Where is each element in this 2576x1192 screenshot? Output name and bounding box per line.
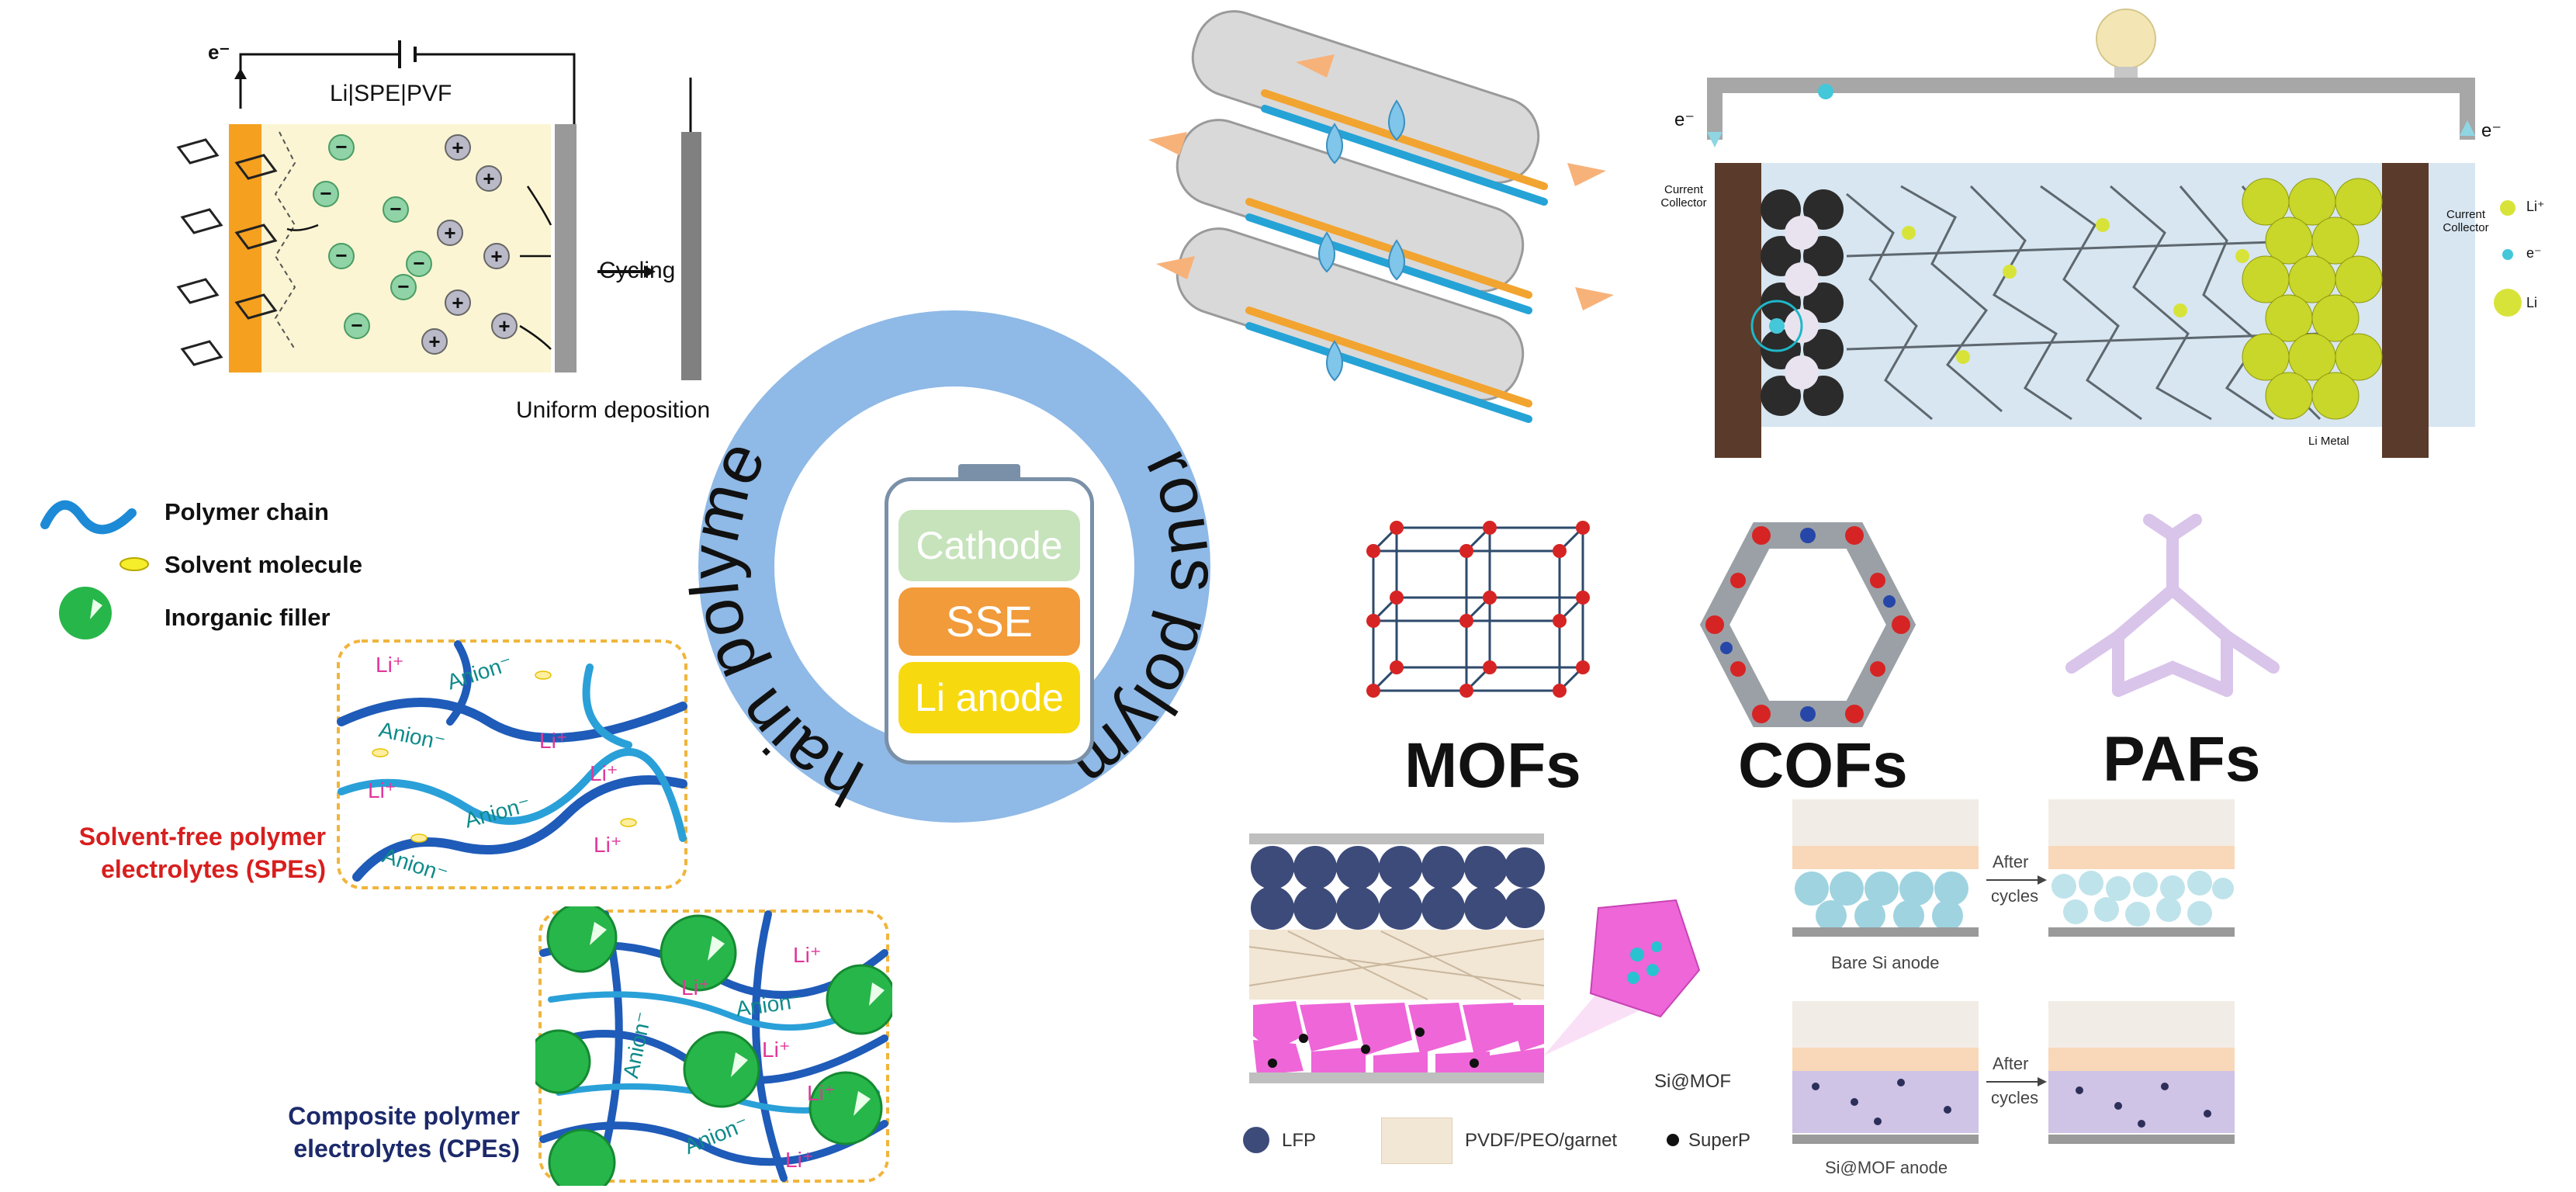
svg-text:+: +	[444, 221, 455, 244]
porous-battery-diagram	[1707, 9, 2522, 458]
battery-anode: Li anode	[898, 662, 1080, 733]
si-mof-after	[2048, 1001, 2235, 1144]
after-cycles-bottom-line2: cycles	[1991, 1088, 2039, 1107]
bare-si-before	[1792, 799, 1979, 937]
cof-structure-icon	[1699, 522, 1916, 727]
polymer-chain-icon	[40, 500, 137, 535]
after-cycles-arrow-top	[1986, 875, 2047, 885]
cpe-li-label-5: Li⁺	[785, 1148, 814, 1172]
cpe-li-label-1: Li⁺	[793, 943, 822, 967]
electron-label: e⁻	[208, 40, 230, 64]
spe-li-label-3: Li⁺	[590, 761, 618, 785]
legend-pvdf: PVDF/PEO/garnet	[1465, 1130, 1618, 1151]
legend-polymer-chain: Polymer chain	[164, 498, 329, 525]
si-mof-particle-label: Si@MOF	[1654, 1071, 1732, 1092]
li-metal-label: Li Metal	[2308, 435, 2349, 448]
cpe-title-line1: Composite polymer	[288, 1102, 520, 1130]
legend-superp: SuperP	[1688, 1130, 1751, 1151]
after-cycles-arrow-bottom	[1986, 1077, 2047, 1086]
battery-sse: SSE	[898, 587, 1080, 656]
svg-text:+: +	[483, 167, 494, 190]
lfp-icon	[1243, 1127, 1269, 1153]
svg-text:+: +	[452, 136, 463, 159]
spe-title-line2: electrolytes (SPEs)	[101, 855, 326, 883]
spe-cell-label: Li|SPE|PVF	[330, 81, 452, 106]
legend-lfp: LFP	[1282, 1130, 1317, 1151]
svg-text:−: −	[335, 244, 347, 267]
legend-li-ion: Li⁺	[2526, 199, 2545, 214]
pvdf-icon	[1381, 1118, 1452, 1164]
battery-cathode: Cathode	[898, 510, 1080, 581]
paf-structure-icon	[2065, 514, 2280, 697]
si-mof-before	[1792, 1001, 1979, 1144]
spe-title-line1: Solvent-free polymer	[78, 823, 326, 851]
spe-li-label-5: Li⁺	[594, 833, 622, 857]
mof-label: MOFs	[1404, 730, 1581, 801]
after-cycles-top-line2: cycles	[1991, 886, 2039, 906]
svg-text:+: +	[428, 330, 440, 353]
spe-li-label-1: Li⁺	[376, 653, 404, 677]
svg-text:−: −	[413, 251, 424, 275]
legend-li-atom: Li	[2526, 295, 2538, 310]
inorganic-filler-icon	[59, 587, 112, 639]
porous-e-label-right: e⁻	[2481, 120, 2502, 141]
spe-li-label-4: Li⁺	[368, 778, 396, 802]
after-cycles-bottom-line1: After	[1993, 1054, 2029, 1073]
bare-si-after	[2048, 799, 2235, 937]
spe-diagram	[337, 639, 687, 889]
cpe-li-label-2: Li⁺	[681, 975, 710, 1000]
lfp-cell-stack	[1248, 833, 1545, 1083]
cpe-diagram	[535, 906, 892, 1186]
svg-text:+: +	[452, 291, 463, 314]
after-cycles-top-line1: After	[1993, 852, 2029, 871]
svg-text:−: −	[397, 275, 409, 298]
spe-li-label-2: Li⁺	[539, 729, 568, 753]
svg-text:−: −	[390, 197, 401, 220]
bare-si-anode-label: Bare Si anode	[1831, 953, 1940, 972]
legend-electron: e⁻	[2526, 245, 2542, 261]
uniform-deposition-label: Uniform deposition	[516, 397, 711, 423]
si-mof-particle	[1544, 899, 1701, 1055]
svg-text:−: −	[320, 182, 331, 205]
superp-icon	[1667, 1134, 1679, 1146]
cpe-li-label-4: Li⁺	[807, 1081, 836, 1105]
legend-inorganic-filler: Inorganic filler	[164, 604, 331, 631]
mof-structure-icon	[1366, 521, 1590, 698]
current-collector-left: Current Collector	[1660, 183, 1707, 210]
legend-solvent-molecule: Solvent molecule	[164, 551, 362, 578]
svg-text:+: +	[490, 244, 502, 268]
svg-text:−: −	[351, 314, 362, 337]
solvent-molecule-icon	[119, 557, 149, 571]
cpe-title-line2: electrolytes (CPEs)	[293, 1135, 520, 1163]
porous-e-label-left: e⁻	[1674, 109, 1695, 130]
svg-text:−: −	[335, 135, 347, 158]
current-collector-right: Current Collector	[2443, 208, 2489, 234]
cpe-li-label-3: Li⁺	[762, 1038, 791, 1062]
battery-terminal	[958, 464, 1020, 480]
spe-cell-diagram: −−− −−−− +++ ++++	[176, 40, 701, 380]
cycling-label: Cycling	[599, 258, 676, 283]
svg-text:+: +	[498, 314, 510, 338]
porous-framework-illustration	[1148, 10, 1614, 423]
si-mof-anode-label: Si@MOF anode	[1825, 1158, 1948, 1177]
cof-label: COFs	[1738, 730, 1908, 801]
paf-label: PAFs	[2103, 724, 2261, 795]
